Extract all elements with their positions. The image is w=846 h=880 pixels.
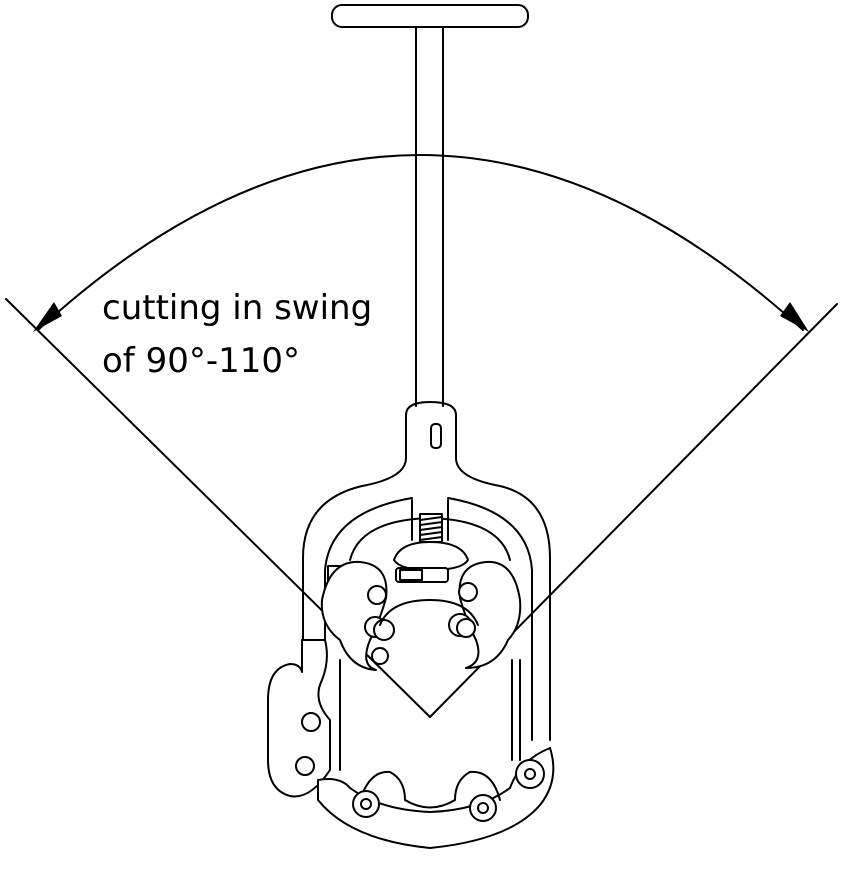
frame-outer-outline	[302, 401, 551, 741]
upper-right-arm-body	[458, 560, 522, 669]
t-handle-crossbar	[331, 4, 529, 28]
hook-latch-body	[267, 639, 331, 798]
upper-right-wheel-arm	[448, 560, 522, 669]
arc-arrowhead-left	[33, 302, 62, 332]
lower-carrier-rim	[359, 770, 501, 809]
swing-caption-line-2: of 90°-110°	[102, 341, 301, 381]
upper-left-pivot-icon	[367, 585, 387, 605]
lower-wheel-left-icon	[352, 790, 380, 818]
t-handle	[331, 4, 529, 449]
handle-slot	[430, 423, 442, 449]
carriage-top	[393, 541, 469, 571]
upper-left-wheel-arm	[320, 560, 395, 671]
swing-caption-line-1: cutting in swing	[102, 288, 373, 328]
lower-wheel-carrier	[317, 747, 555, 849]
cutting-ring	[379, 599, 479, 626]
frame-inner-outline	[324, 497, 533, 741]
lower-carrier-body	[317, 747, 555, 849]
hook-latch	[267, 639, 331, 798]
cutting-ring-top	[379, 599, 479, 626]
swing-arc	[33, 154, 809, 332]
latch-pin-lower-icon	[295, 756, 315, 776]
lower-wheel-center-icon	[469, 794, 497, 822]
swing-arc-curve	[37, 154, 804, 331]
latch-pin-upper-icon	[301, 712, 321, 732]
arc-arrowhead-right	[780, 302, 809, 332]
lower-wheel-right-icon	[515, 759, 545, 789]
upper-right-pivot-icon	[458, 582, 478, 602]
feed-screw	[419, 513, 443, 543]
